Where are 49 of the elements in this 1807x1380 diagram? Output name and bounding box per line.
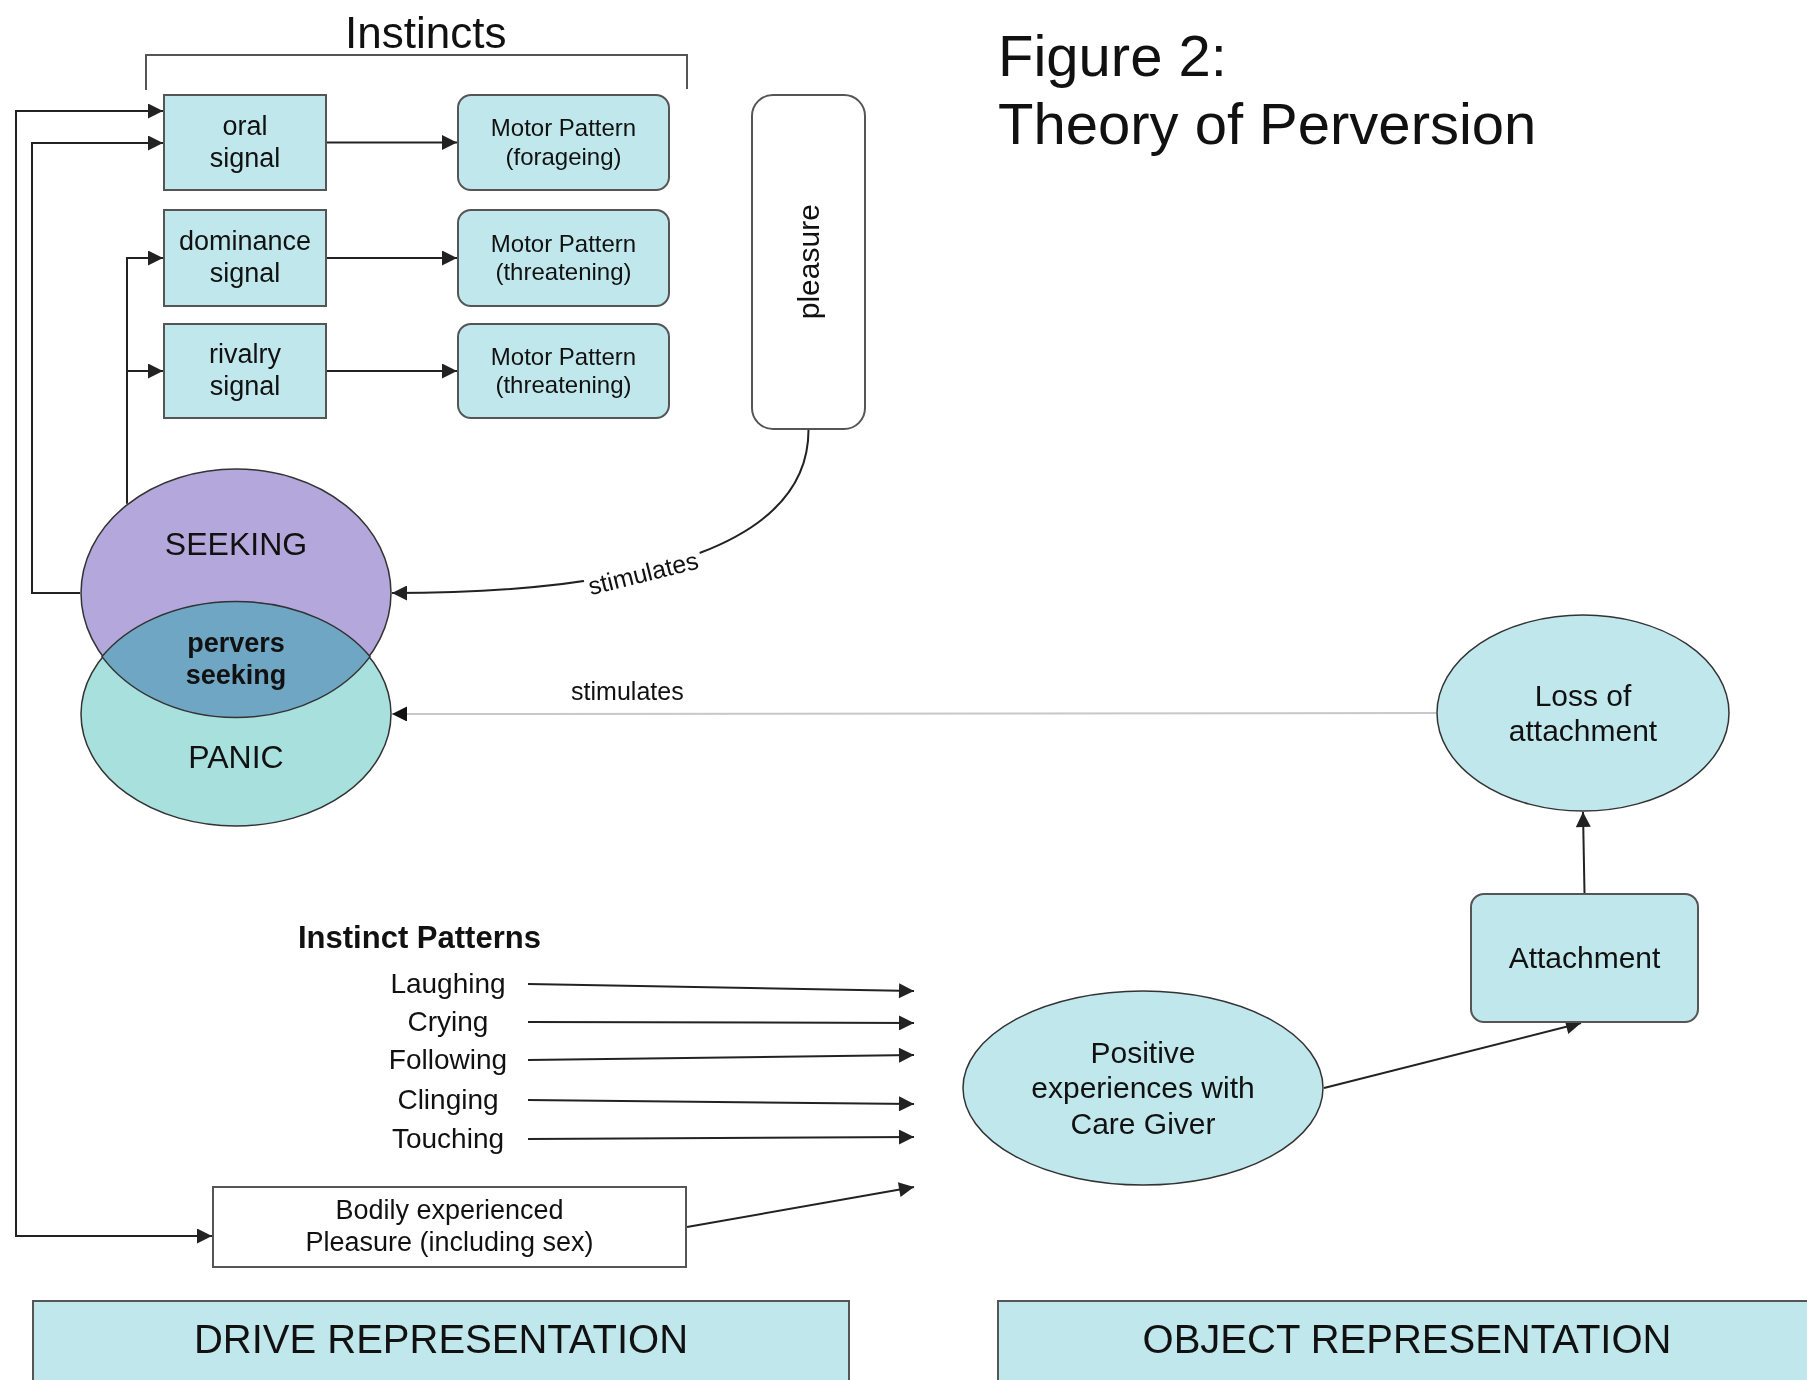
node-label: Motor Pattern (threatening) <box>489 229 638 287</box>
group-heading: Instincts <box>345 8 507 58</box>
pattern-label: Following <box>388 1043 508 1077</box>
node-label: Bodily experienced Pleasure (including sex) <box>304 1195 595 1259</box>
object-band <box>997 1300 1807 1380</box>
arrow <box>391 706 1437 722</box>
node-label: pleasure <box>790 204 826 320</box>
node-label: dominance signal <box>177 226 313 290</box>
node-label: DRIVE REPRESENTATION <box>193 1316 689 1364</box>
arrow <box>527 983 915 999</box>
node-label: Loss of attachment <box>1507 677 1659 749</box>
arrow <box>527 1047 915 1063</box>
node-label: oral signal <box>208 110 282 175</box>
node-label: Motor Pattern (forageing) <box>489 114 638 171</box>
node-label: Attachment <box>1508 940 1661 976</box>
attachment-box <box>1470 893 1699 1023</box>
signal-box <box>163 323 327 419</box>
arrow <box>527 1129 915 1145</box>
pleasure-box <box>212 1186 687 1268</box>
pleasure-box <box>751 94 866 430</box>
arrow <box>527 1096 915 1112</box>
pattern-label: Touching <box>391 1122 505 1156</box>
node-label: Motor Pattern (threatening) <box>489 342 638 400</box>
node-label: Positive experiences with Care Giver <box>1030 1034 1256 1142</box>
pattern-label: Clinging <box>397 1083 499 1117</box>
pattern-label: Crying <box>407 1005 489 1039</box>
pattern-label: Laughing <box>390 967 506 1001</box>
arrow <box>527 1015 915 1031</box>
motor-pattern-box <box>457 94 670 191</box>
node-label: SEEKING <box>164 526 308 564</box>
arrow <box>31 135 164 594</box>
signal-box <box>163 94 327 191</box>
node-label: pervers seeking <box>184 627 288 692</box>
arrow <box>686 1182 915 1228</box>
node-label: OBJECT REPRESENTATION <box>1142 1316 1672 1364</box>
arrow <box>126 363 164 505</box>
list-heading: Instinct Patterns <box>298 920 541 956</box>
arrow <box>1575 811 1591 894</box>
drive-band <box>32 1300 850 1380</box>
motor-pattern-box <box>457 209 670 307</box>
figure-title: Figure 2: Theory of Perversion <box>998 22 1537 158</box>
arrow <box>326 135 458 150</box>
node-label: rivalry signal <box>208 339 282 403</box>
arrow <box>326 363 458 379</box>
arrow <box>326 250 458 266</box>
signal-box <box>163 209 327 307</box>
arrow <box>15 103 213 1244</box>
node-label: PANIC <box>188 739 284 777</box>
motor-pattern-box <box>457 323 670 419</box>
